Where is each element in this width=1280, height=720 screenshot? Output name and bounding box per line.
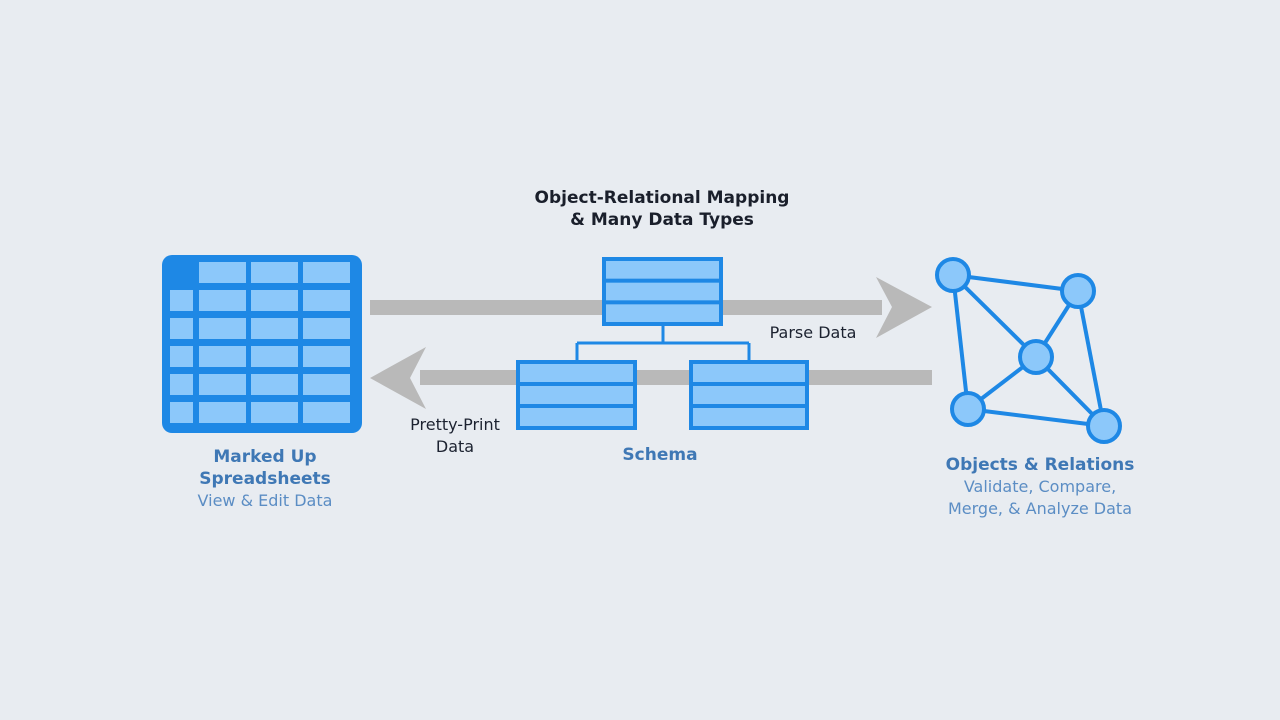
spreadsheets-subtitle: View & Edit Data — [197, 491, 333, 510]
spreadsheet-icon — [162, 255, 362, 433]
pretty-print-line1: Pretty-Print — [410, 415, 500, 434]
schema-table — [516, 360, 637, 430]
diagram-title: Object-Relational Mapping & Many Data Ty… — [462, 187, 862, 231]
pretty-print-arrow — [370, 347, 932, 409]
sheet-cell — [199, 346, 246, 367]
sheet-cell — [251, 290, 298, 311]
sheet-cell — [199, 318, 246, 339]
spreadsheets-title-line2: Spreadsheets — [199, 469, 331, 489]
sheet-cell — [199, 374, 246, 395]
pretty-print-line2: Data — [435, 437, 475, 456]
parse-data-label: Parse Data — [769, 323, 857, 342]
sheet-cell — [199, 290, 246, 311]
schema-label: Schema — [622, 445, 698, 465]
sheet-cell — [303, 346, 350, 367]
objects-title: Objects & Relations — [945, 455, 1135, 475]
diagram-title-line1: Object-Relational Mapping — [534, 188, 790, 208]
sheet-cell — [303, 402, 350, 423]
sheet-cell — [170, 374, 193, 395]
pretty-print-label: Pretty-Print Data — [395, 414, 515, 458]
sheet-cell — [303, 262, 350, 283]
sheet-cell — [303, 374, 350, 395]
sheet-cell — [170, 402, 193, 423]
objects-subtitle-line2: Merge, & Analyze Data — [947, 499, 1132, 518]
sheet-cell — [251, 346, 298, 367]
sheet-cell — [303, 318, 350, 339]
sheet-cell — [251, 262, 298, 283]
schema-table — [602, 257, 723, 326]
sheet-cell — [303, 290, 350, 311]
diagram-title-line2: & Many Data Types — [570, 210, 754, 230]
objects-subtitle-line1: Validate, Compare, — [963, 477, 1117, 496]
schema-tree-icon — [516, 257, 809, 430]
objects-caption: Objects & Relations Validate, Compare, M… — [920, 454, 1160, 520]
schema-table — [689, 360, 809, 430]
sheet-cell — [199, 402, 246, 423]
sheet-cell — [199, 262, 246, 283]
sheet-cell — [170, 290, 193, 311]
sheet-cell — [170, 318, 193, 339]
spreadsheets-caption: Marked Up Spreadsheets View & Edit Data — [160, 446, 370, 512]
spreadsheets-title-line1: Marked Up — [213, 447, 317, 467]
sheet-cell — [251, 402, 298, 423]
sheet-cell — [251, 318, 298, 339]
sheet-cell — [170, 346, 193, 367]
graph-network-icon — [935, 257, 1122, 444]
sheet-cell — [251, 374, 298, 395]
